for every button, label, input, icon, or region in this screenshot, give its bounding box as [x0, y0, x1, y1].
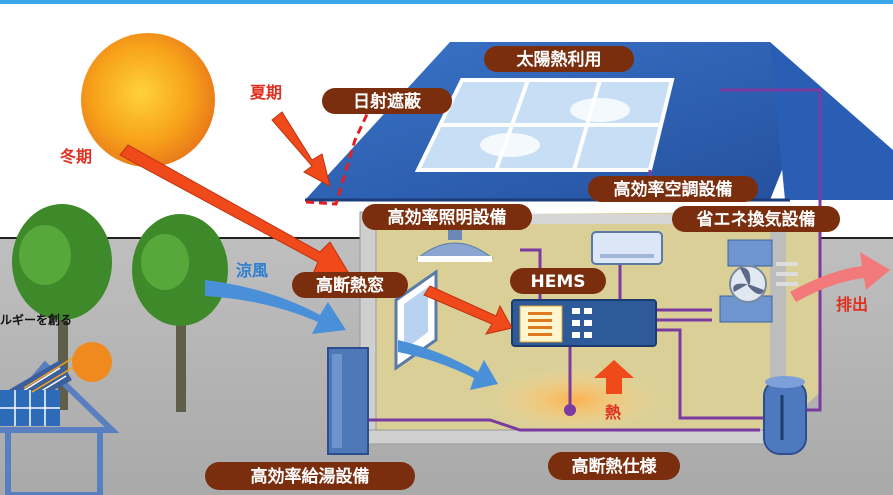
tree-left-icon [12, 204, 112, 410]
floor-heat-glow [485, 366, 665, 434]
hems-panel-icon [511, 299, 657, 347]
label-cool-breeze: 涼風 [236, 261, 268, 280]
solar-thermal-panel-icon [414, 78, 675, 172]
tree-right-icon [132, 214, 228, 412]
window-heat-arrow [423, 285, 513, 335]
ventilation-flow-lines [776, 262, 798, 286]
label-winter: 冬期 [60, 147, 92, 166]
label-water-heater-text: 高効率給湯設備 [251, 466, 370, 487]
label-water-heater: 高効率給湯設備 [205, 462, 415, 490]
small-sun-icon [72, 342, 112, 382]
label-insulation-text: 高断熱仕様 [572, 456, 658, 477]
label-hvac: 高効率空調設備 [588, 176, 758, 202]
winter-sunlight-arrow [119, 144, 349, 277]
heat-up-arrow [594, 360, 634, 394]
label-lighting-text: 高効率照明設備 [388, 207, 507, 228]
label-insulated-window-text: 高断熱窓 [316, 275, 384, 296]
sun-shading-line [305, 94, 378, 206]
ventilation-fan-icon [719, 239, 773, 323]
label-insulation: 高断熱仕様 [548, 452, 680, 480]
top-border [0, 0, 893, 4]
indoor-breeze-arrow [398, 340, 498, 390]
label-solar-heat: 太陽熱利用 [484, 46, 634, 72]
label-insulated-window: 高断熱窓 [292, 272, 408, 298]
label-ventilation: 省エネ換気設備 [672, 206, 840, 232]
sun-icon [81, 33, 215, 167]
heat-pump-unit-icon [327, 347, 369, 455]
label-lighting: 高効率照明設備 [362, 204, 532, 230]
label-create-energy: ルギーを創る [0, 312, 72, 327]
label-exhaust: 排出 [836, 295, 868, 314]
label-sun-shading: 日射遮蔽 [322, 88, 452, 114]
label-ventilation-text: 省エネ換気設備 [696, 209, 816, 230]
cool-breeze-arrow [205, 280, 346, 334]
water-heater-tank-icon [763, 376, 807, 455]
summer-sunlight-arrow [271, 111, 331, 187]
label-hvac-text: 高効率空調設備 [614, 179, 733, 200]
label-hems-text: HEMS [530, 272, 585, 292]
ceiling-light-icon [416, 230, 494, 262]
label-summer: 夏期 [249, 83, 282, 102]
insulation-ceiling [362, 214, 770, 224]
small-house-icon [0, 355, 120, 495]
roof-side [770, 42, 893, 200]
label-heat: 熱 [605, 403, 621, 422]
exhaust-arrow [790, 252, 890, 302]
label-hems: HEMS [510, 268, 606, 294]
air-conditioner-icon [591, 231, 663, 265]
label-sun-shading-text: 日射遮蔽 [353, 91, 422, 112]
floor-sensor-icon [564, 404, 576, 416]
hems-wiring [368, 88, 822, 432]
label-solar-heat-text: 太陽熱利用 [517, 49, 602, 70]
